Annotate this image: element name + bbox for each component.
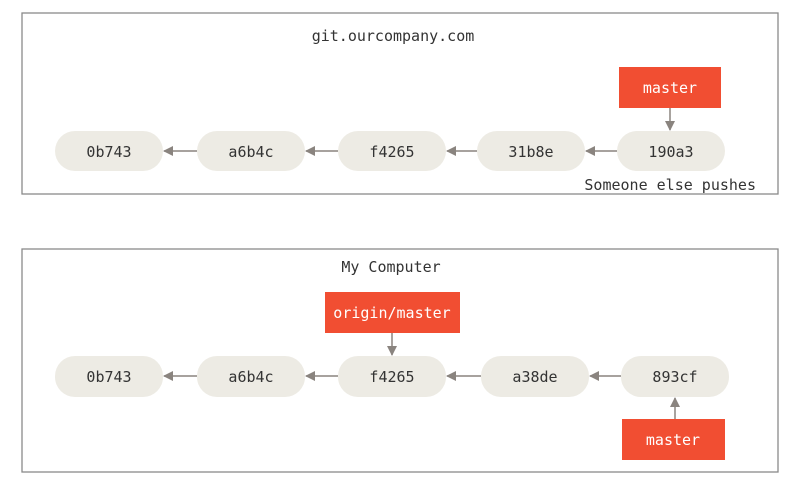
commit-hash: 31b8e bbox=[508, 143, 553, 161]
local-commit-1: a6b4c bbox=[197, 356, 305, 397]
local-title: My Computer bbox=[341, 258, 440, 276]
commit-hash: 190a3 bbox=[648, 143, 693, 161]
commit-hash: 893cf bbox=[652, 368, 697, 386]
remote-master-branch: master bbox=[619, 67, 721, 108]
local-master-branch: master bbox=[622, 419, 725, 460]
commit-hash: a6b4c bbox=[228, 143, 273, 161]
local-commit-3: a38de bbox=[481, 356, 589, 397]
remote-commit-3: 31b8e bbox=[477, 131, 585, 171]
origin-master-branch: origin/master bbox=[325, 292, 460, 333]
branch-label: master bbox=[643, 79, 697, 97]
branch-label: origin/master bbox=[333, 304, 450, 322]
remote-repository-panel: git.ourcompany.com 0b743 a6b4c f4265 31b… bbox=[21, 12, 779, 195]
commit-hash: f4265 bbox=[369, 368, 414, 386]
commit-hash: f4265 bbox=[369, 143, 414, 161]
remote-note: Someone else pushes bbox=[584, 176, 756, 194]
commit-hash: 0b743 bbox=[86, 368, 131, 386]
remote-commit-2: f4265 bbox=[338, 131, 446, 171]
local-commit-4: 893cf bbox=[621, 356, 729, 397]
remote-commit-1: a6b4c bbox=[197, 131, 305, 171]
remote-commit-4: 190a3 bbox=[617, 131, 725, 171]
local-commit-2: f4265 bbox=[338, 356, 446, 397]
remote-commit-0: 0b743 bbox=[55, 131, 163, 171]
commit-hash: a6b4c bbox=[228, 368, 273, 386]
commit-hash: 0b743 bbox=[86, 143, 131, 161]
local-commit-0: 0b743 bbox=[55, 356, 163, 397]
branch-label: master bbox=[646, 431, 700, 449]
commit-hash: a38de bbox=[512, 368, 557, 386]
remote-title: git.ourcompany.com bbox=[312, 27, 475, 45]
local-repository-panel: My Computer origin/master 0b743 a6b4c f4… bbox=[21, 248, 779, 473]
